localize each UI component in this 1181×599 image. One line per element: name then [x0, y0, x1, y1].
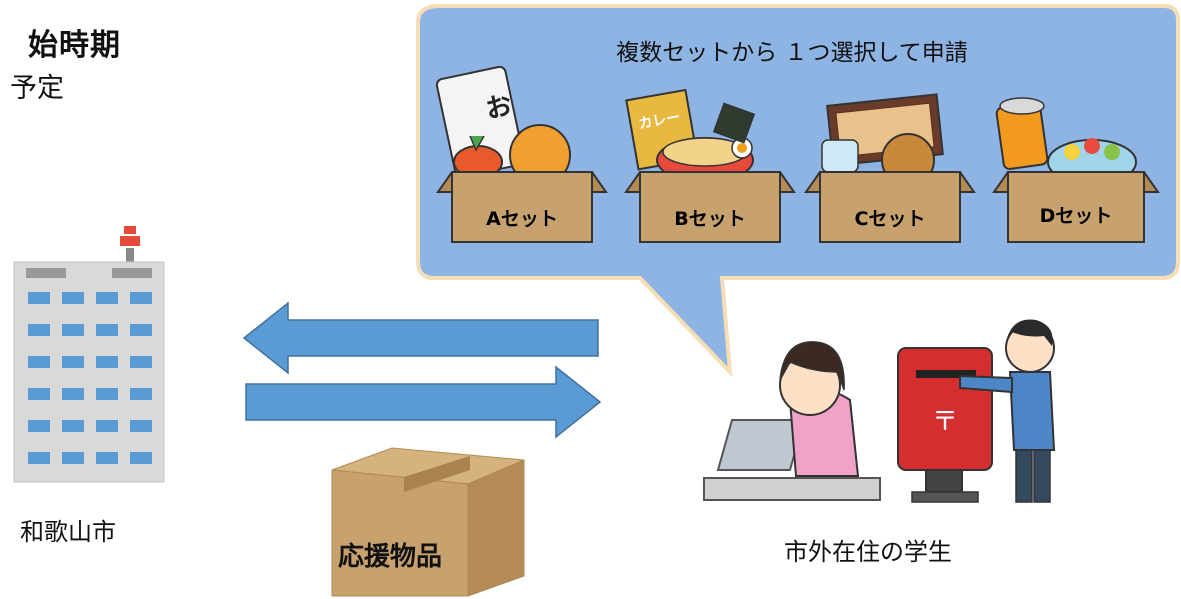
- building-window: [96, 452, 118, 464]
- building-window: [130, 324, 152, 336]
- set-box-b: カレー Bセット: [624, 88, 796, 243]
- building-window: [62, 388, 84, 400]
- building-window: [130, 292, 152, 304]
- student-laptop-icon: [703, 341, 881, 501]
- rice-vegetables-icon: お: [435, 65, 571, 186]
- set-box-d: Dセット: [992, 97, 1160, 243]
- building-window: [96, 356, 118, 368]
- building-window: [130, 388, 152, 400]
- speech-bubble: [416, 4, 1180, 378]
- building-window: [28, 420, 50, 432]
- city-hall-building-icon: [13, 226, 165, 483]
- student-label: 市外在住の学生: [784, 538, 952, 566]
- building-window: [62, 292, 84, 304]
- arrow-right-icon: [245, 365, 602, 439]
- set-label-b: Bセット: [674, 208, 745, 230]
- set-box-c: Cセット: [804, 93, 976, 243]
- building-window: [28, 356, 50, 368]
- building-window: [96, 324, 118, 336]
- svg-text:カレー: カレー: [637, 109, 681, 132]
- svg-text:お: お: [483, 90, 515, 125]
- building-window: [130, 420, 152, 432]
- building-window: [62, 356, 84, 368]
- bubble-title: 複数セットから １つ選択して申請: [616, 40, 968, 66]
- cardboard-box-icon: [331, 447, 525, 597]
- building-window: [62, 324, 84, 336]
- building-window: [62, 452, 84, 464]
- building-window: [28, 388, 50, 400]
- city-label: 和歌山市: [20, 518, 116, 546]
- mailbox-icon: 〒: [897, 347, 993, 503]
- building-window: [28, 324, 50, 336]
- title-fragment: 始時期: [28, 28, 121, 63]
- building-window: [96, 292, 118, 304]
- building-window: [96, 420, 118, 432]
- building-window: [62, 420, 84, 432]
- set-label-d: Dセット: [1040, 205, 1113, 227]
- building-window: [96, 388, 118, 400]
- building-window: [28, 292, 50, 304]
- set-label-c: Cセット: [855, 208, 926, 230]
- building-window: [28, 452, 50, 464]
- person-posting-letter-icon: [959, 319, 1056, 503]
- set-label-a: Aセット: [486, 208, 558, 230]
- building-window: [130, 452, 152, 464]
- subtitle-fragment: 予定: [10, 73, 64, 104]
- set-box-a: お Aセット: [435, 65, 608, 243]
- building-window: [130, 356, 152, 368]
- svg-text:〒: 〒: [932, 407, 958, 437]
- goods-label: 応援物品: [338, 542, 443, 572]
- arrow-left-icon: [242, 301, 599, 375]
